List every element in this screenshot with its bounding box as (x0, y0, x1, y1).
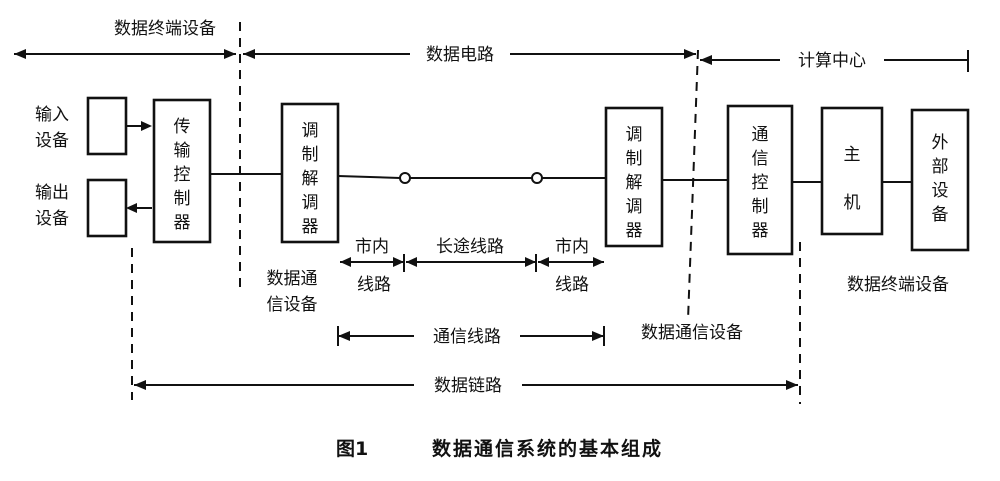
local-line-right-2: 线路 (555, 275, 589, 295)
mr-char-1: 调 (626, 125, 643, 145)
ml-char-5: 器 (302, 217, 319, 237)
boundary-dce-right (687, 49, 699, 321)
transmission-controller-box: 传 输 控 制 器 (152, 98, 212, 244)
output-device-label-2: 设备 (35, 209, 69, 229)
ml-char-4: 调 (302, 193, 319, 213)
cc-char-4: 制 (752, 197, 769, 217)
mr-char-2: 制 (626, 149, 643, 169)
data-link-label: 数据链路 (434, 376, 502, 396)
label-data-terminal-left: 数据终端设备 (114, 19, 216, 39)
host-char-2: 机 (844, 193, 861, 213)
ml-char-2: 制 (302, 145, 319, 165)
local-line-left-1: 市内 (355, 237, 389, 257)
pe-char-2: 部 (932, 157, 949, 177)
tc-char-3: 控 (174, 165, 191, 185)
cc-char-1: 通 (752, 125, 769, 145)
pe-char-4: 备 (932, 205, 949, 225)
cc-char-3: 控 (752, 173, 769, 193)
host-char-1: 主 (844, 145, 861, 165)
data-comm-right: 数据通信设备 (641, 323, 743, 343)
label-data-circuit: 数据电路 (426, 45, 494, 65)
cc-char-2: 信 (752, 149, 769, 169)
span-local-line-left: 市内 线路 (340, 237, 405, 295)
host-box: 主 机 (820, 106, 884, 236)
long-distance-label: 长途线路 (436, 237, 504, 257)
input-device-label-1: 输入 (35, 105, 69, 125)
local-line-right-1: 市内 (555, 237, 589, 257)
span-comm-line: 通信线路 (337, 324, 605, 348)
ml-char-3: 解 (302, 169, 319, 189)
modem-left-box: 调 制 解 调 器 (280, 102, 340, 244)
pe-char-3: 设 (932, 181, 949, 201)
figure-number: 图1 (336, 438, 368, 460)
input-device-box: 输入 设备 (35, 96, 128, 156)
span-long-distance: 长途线路 (406, 237, 537, 272)
data-comm-left-1: 数据通 (267, 269, 318, 289)
span-data-link: 数据链路 (134, 372, 798, 398)
exchange-node-left (399, 172, 411, 184)
output-device-label-1: 输出 (35, 183, 69, 203)
ml-char-1: 调 (302, 121, 319, 141)
label-computer-center: 计算中心 (798, 51, 866, 71)
output-device-box: 输出 设备 (35, 178, 128, 238)
span-local-line-right: 市内 线路 (538, 237, 604, 295)
comm-controller-box: 通 信 控 制 器 (726, 104, 794, 256)
mr-char-5: 器 (626, 221, 643, 241)
mr-char-4: 调 (626, 197, 643, 217)
span-data-circuit: 数据电路 (243, 43, 696, 65)
tc-char-2: 输 (174, 141, 191, 161)
peripheral-box: 外 部 设 备 (910, 108, 970, 252)
tc-char-1: 传 (174, 117, 191, 137)
cc-char-5: 器 (752, 221, 769, 241)
data-terminal-right: 数据终端设备 (847, 275, 949, 295)
data-comm-left-2: 信设备 (267, 295, 318, 315)
comm-line-label: 通信线路 (433, 327, 501, 347)
exchange-node-right (531, 172, 543, 184)
line-segment-1 (337, 175, 401, 179)
modem-right-box: 调 制 解 调 器 (604, 106, 664, 248)
local-line-left-2: 线路 (357, 275, 391, 295)
pe-char-1: 外 (932, 133, 949, 153)
figure-title: 数据通信系统的基本组成 (432, 437, 663, 460)
input-device-label-2: 设备 (35, 131, 69, 151)
span-data-terminal-left: 数据终端设备 (14, 14, 240, 59)
tc-char-5: 器 (174, 213, 191, 233)
mr-char-3: 解 (626, 173, 643, 193)
figure-caption: 图1 数据通信系统的基本组成 (336, 437, 663, 460)
tc-char-4: 制 (174, 189, 191, 209)
span-computer-center: 计算中心 (700, 48, 969, 72)
